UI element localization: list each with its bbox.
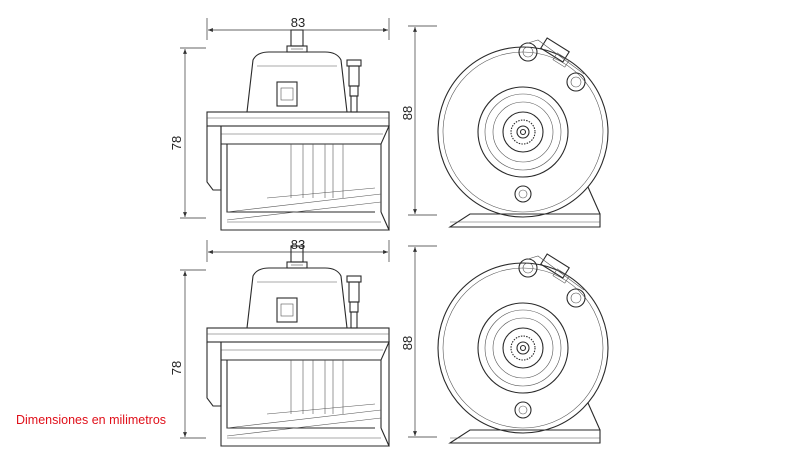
front-height-label-bottom: 88 [400,336,415,350]
front-view-bottom [437,253,609,444]
side-height-label: 78 [169,136,184,150]
front-height-label: 88 [400,106,415,120]
side-height-label-bottom: 78 [169,361,184,375]
units-caption: Dimensiones en milimetros [16,413,167,427]
side-width-label: 83 [291,15,305,30]
side-width-label-bottom: 83 [291,237,305,252]
front-view-top [437,37,609,228]
side-view-bottom [206,245,390,447]
side-view-top [206,29,390,231]
